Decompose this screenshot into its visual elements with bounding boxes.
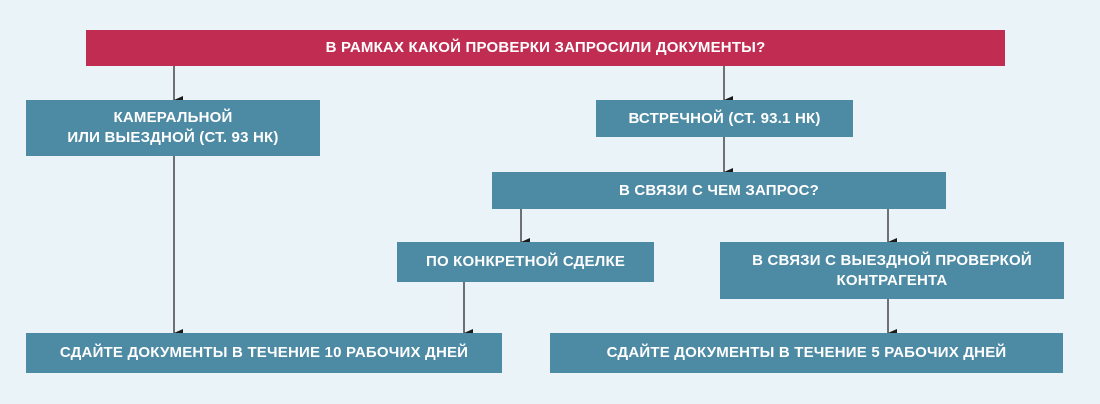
subbranch-po-sdelke-text: По конкретной сделке — [425, 253, 626, 270]
subbranch-po-kontragentu-box: В связи с выездной проверкой контрагента — [720, 242, 1064, 299]
subquestion-text: В связи с чем запрос? — [618, 181, 820, 199]
result-ten-days-box: Сдайте документы в течение 10 рабочих дн… — [26, 333, 502, 373]
subbranch-po-kontragentu-text: В связи с выездной проверкой контрагента — [752, 251, 1032, 289]
result-ten-days-text: Сдайте документы в течение 10 рабочих дн… — [59, 344, 469, 361]
branch-kameralnaya-text: Камеральной или выездной (ст. 93 НК) — [67, 109, 279, 146]
question-text: В рамках какой проверки запросили докуме… — [325, 39, 766, 56]
branch-vstrechnaya-text: Встречной (ст. 93.1 НК) — [628, 109, 821, 127]
result-five-days-text: Сдайте документы в течение 5 рабочих дне… — [606, 344, 1007, 361]
branch-vstrechnaya-box: Встречной (ст. 93.1 НК) — [596, 100, 853, 137]
result-five-days-box: Сдайте документы в течение 5 рабочих дне… — [550, 333, 1063, 373]
subquestion-box: В связи с чем запрос? — [492, 172, 946, 209]
branch-kameralnaya-box: Камеральной или выездной (ст. 93 НК) — [26, 100, 320, 156]
question-box: В рамках какой проверки запросили докуме… — [86, 30, 1005, 66]
subbranch-po-sdelke-box: По конкретной сделке — [397, 242, 654, 282]
